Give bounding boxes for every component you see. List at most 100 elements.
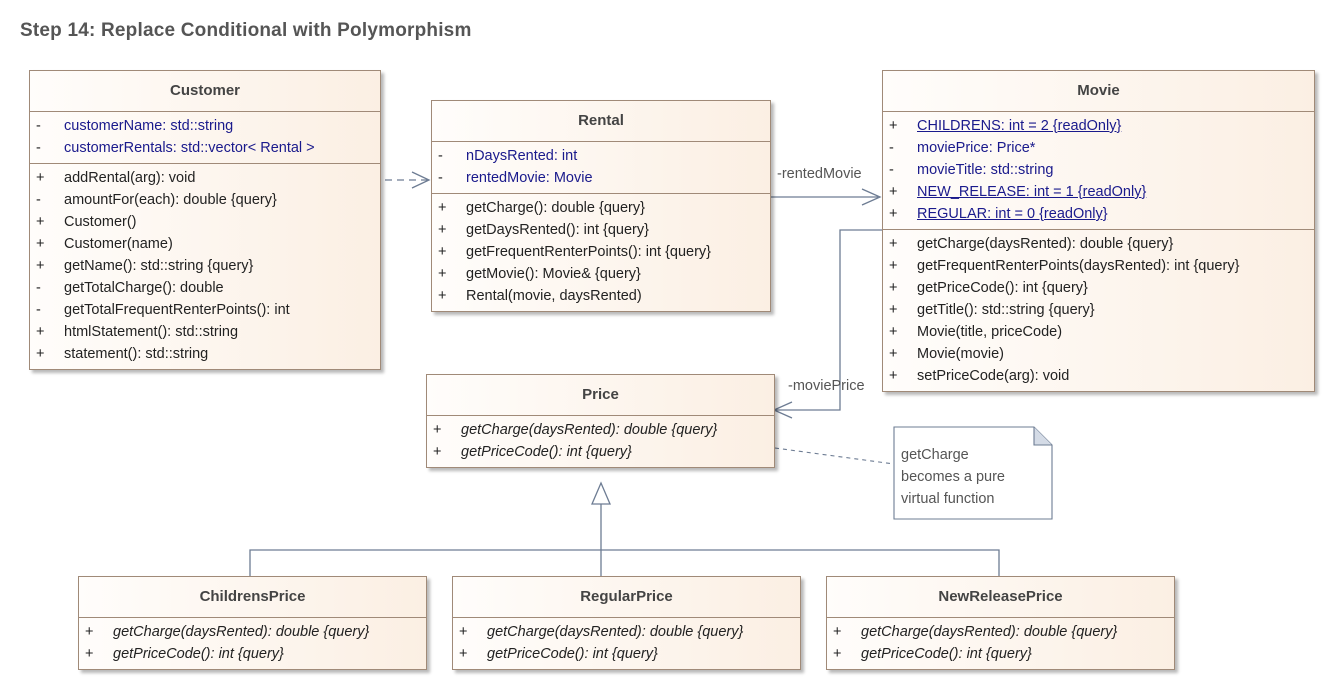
visibility-marker: -: [438, 148, 443, 164]
class-name: ChildrensPrice: [79, 577, 426, 618]
attribute-row[interactable]: -moviePrice: Price*: [883, 137, 1314, 159]
customer-class[interactable]: Customer - customerName: std::string-cust…: [29, 70, 381, 370]
operation-row[interactable]: +getPriceCode(): int {query}: [453, 643, 800, 665]
operations-compartment: +getCharge(daysRented): double {query}+g…: [883, 229, 1314, 391]
visibility-marker: -: [36, 280, 41, 296]
class-name: Movie: [883, 71, 1314, 112]
operation-row[interactable]: +getPriceCode(): int {query}: [427, 441, 774, 463]
operation-text: htmlStatement(): std::string: [64, 324, 239, 340]
visibility-marker: +: [889, 368, 898, 384]
visibility-marker: +: [889, 280, 898, 296]
visibility-marker: +: [433, 422, 442, 438]
visibility-marker: +: [36, 258, 45, 274]
visibility-marker: +: [36, 214, 45, 230]
operations-compartment: +addRental(arg): void-amountFor(each): d…: [30, 163, 380, 369]
visibility-marker: -: [36, 192, 41, 208]
visibility-marker: +: [889, 236, 898, 252]
note-fold: [1033, 427, 1052, 446]
operation-row[interactable]: +Rental(movie, daysRented): [432, 285, 770, 307]
operation-row[interactable]: +Movie(title, priceCode): [883, 321, 1314, 343]
operation-text: Customer(): [64, 214, 137, 230]
attribute-text: customerName: std::string: [64, 118, 234, 134]
operation-text: getCharge(daysRented): double {query}: [487, 624, 744, 640]
operation-text: getPriceCode(): int {query}: [461, 444, 632, 460]
operation-text: getTotalFrequentRenterPoints(): int: [64, 302, 290, 318]
operation-row[interactable]: +getTitle(): std::string {query}: [883, 299, 1314, 321]
attribute-text: movieTitle: std::string: [917, 162, 1054, 178]
attribute-row[interactable]: -nDaysRented: int: [432, 145, 770, 167]
operation-row[interactable]: -amountFor(each): double {query}: [30, 189, 380, 211]
operation-row[interactable]: +setPriceCode(arg): void: [883, 365, 1314, 387]
new-release-price-class[interactable]: NewReleasePrice +getCharge(daysRented): …: [826, 576, 1175, 670]
attribute-row[interactable]: -rentedMovie: Movie: [432, 167, 770, 189]
class-name: Customer: [30, 71, 380, 112]
attribute-text: rentedMovie: Movie: [466, 170, 593, 186]
operation-row[interactable]: - getTotalCharge(): double: [30, 277, 380, 299]
operation-row[interactable]: + Customer(name): [30, 233, 380, 255]
dependency-arrowhead: [411, 171, 431, 189]
attribute-row[interactable]: -customerRentals: std::vector< Rental >: [30, 137, 380, 159]
operation-row[interactable]: +getPriceCode(): int {query}: [79, 643, 426, 665]
operations-compartment: +getCharge(): double {query}+getDaysRent…: [432, 193, 770, 311]
attribute-row[interactable]: +CHILDRENS: int = 2 {readOnly}: [883, 115, 1314, 137]
operation-text: getPriceCode(): int {query}: [487, 646, 658, 662]
operation-row[interactable]: +getCharge(daysRented): double {query}: [79, 621, 426, 643]
operation-text: getTitle(): std::string {query}: [917, 302, 1095, 318]
operation-row[interactable]: +getPriceCode(): int {query}: [827, 643, 1174, 665]
operation-text: getCharge(daysRented): double {query}: [917, 236, 1174, 252]
operations-compartment: +getCharge(daysRented): double {query}+g…: [453, 618, 800, 669]
visibility-marker: +: [889, 206, 898, 222]
operation-text: getTotalCharge(): double: [64, 280, 224, 296]
operation-row[interactable]: +getDaysRented(): int {query}: [432, 219, 770, 241]
note-connector: [774, 447, 895, 465]
operation-row[interactable]: +getPriceCode(): int {query}: [883, 277, 1314, 299]
operation-row[interactable]: -getTotalFrequentRenterPoints(): int: [30, 299, 380, 321]
operation-text: getPriceCode(): int {query}: [113, 646, 284, 662]
operation-row[interactable]: +statement(): std::string: [30, 343, 380, 365]
visibility-marker: -: [889, 140, 894, 156]
note[interactable]: getCharge becomes a pure virtual functio…: [894, 427, 1052, 519]
class-name: Price: [427, 375, 774, 416]
price-class[interactable]: Price + getCharge(daysRented): double {qu…: [426, 374, 775, 468]
operation-text: Customer(name): [64, 236, 173, 252]
class-name: Rental: [432, 101, 770, 142]
visibility-marker: -: [36, 118, 41, 134]
operation-row[interactable]: +getFrequentRenterPoints(): int {query}: [432, 241, 770, 263]
operation-row[interactable]: +getCharge(): double {query}: [432, 197, 770, 219]
operation-row[interactable]: +getName(): std::string {query}: [30, 255, 380, 277]
operation-row[interactable]: + Customer(): [30, 211, 380, 233]
operation-row[interactable]: + getCharge(daysRented): double {query}: [883, 233, 1314, 255]
operation-text: getCharge(): double {query}: [466, 200, 645, 216]
attribute-row[interactable]: - customerName: std::string: [30, 115, 380, 137]
visibility-marker: +: [889, 346, 898, 362]
visibility-marker: +: [438, 222, 447, 238]
attribute-row[interactable]: +REGULAR: int = 0 {readOnly}: [883, 203, 1314, 225]
operation-text: getCharge(daysRented): double {query}: [861, 624, 1118, 640]
visibility-marker: +: [833, 624, 842, 640]
operation-row[interactable]: + getCharge(daysRented): double {query}: [427, 419, 774, 441]
operation-row[interactable]: + htmlStatement(): std::string: [30, 321, 380, 343]
childrens-price-class[interactable]: ChildrensPrice +getCharge(daysRented): d…: [78, 576, 427, 670]
visibility-marker: +: [438, 288, 447, 304]
movie-class[interactable]: Movie +CHILDRENS: int = 2 {readOnly}-mov…: [882, 70, 1315, 392]
operation-row[interactable]: +getCharge(daysRented): double {query}: [453, 621, 800, 643]
operation-row[interactable]: + getCharge(daysRented): double {query}: [827, 621, 1174, 643]
operation-row[interactable]: +getFrequentRenterPoints(daysRented): in…: [883, 255, 1314, 277]
attribute-row[interactable]: +NEW_RELEASE: int = 1 {readOnly}: [883, 181, 1314, 203]
class-name: RegularPrice: [453, 577, 800, 618]
visibility-marker: +: [833, 646, 842, 662]
operation-text: statement(): std::string: [64, 346, 209, 362]
visibility-marker: +: [85, 624, 94, 640]
operation-row[interactable]: +getMovie(): Movie& {query}: [432, 263, 770, 285]
attributes-compartment: - customerName: std::string-customerRenta…: [30, 112, 380, 163]
regular-price-class[interactable]: RegularPrice +getCharge(daysRented): dou…: [452, 576, 801, 670]
attribute-row[interactable]: -movieTitle: std::string: [883, 159, 1314, 181]
visibility-marker: +: [36, 236, 45, 252]
operation-row[interactable]: +Movie(movie): [883, 343, 1314, 365]
attributes-compartment: +CHILDRENS: int = 2 {readOnly}-moviePric…: [883, 112, 1314, 229]
operation-text: getCharge(daysRented): double {query}: [461, 422, 718, 438]
rental-class[interactable]: Rental -nDaysRented: int-rentedMovie: Mo…: [431, 100, 771, 312]
operation-row[interactable]: +addRental(arg): void: [30, 167, 380, 189]
visibility-marker: +: [36, 324, 45, 340]
